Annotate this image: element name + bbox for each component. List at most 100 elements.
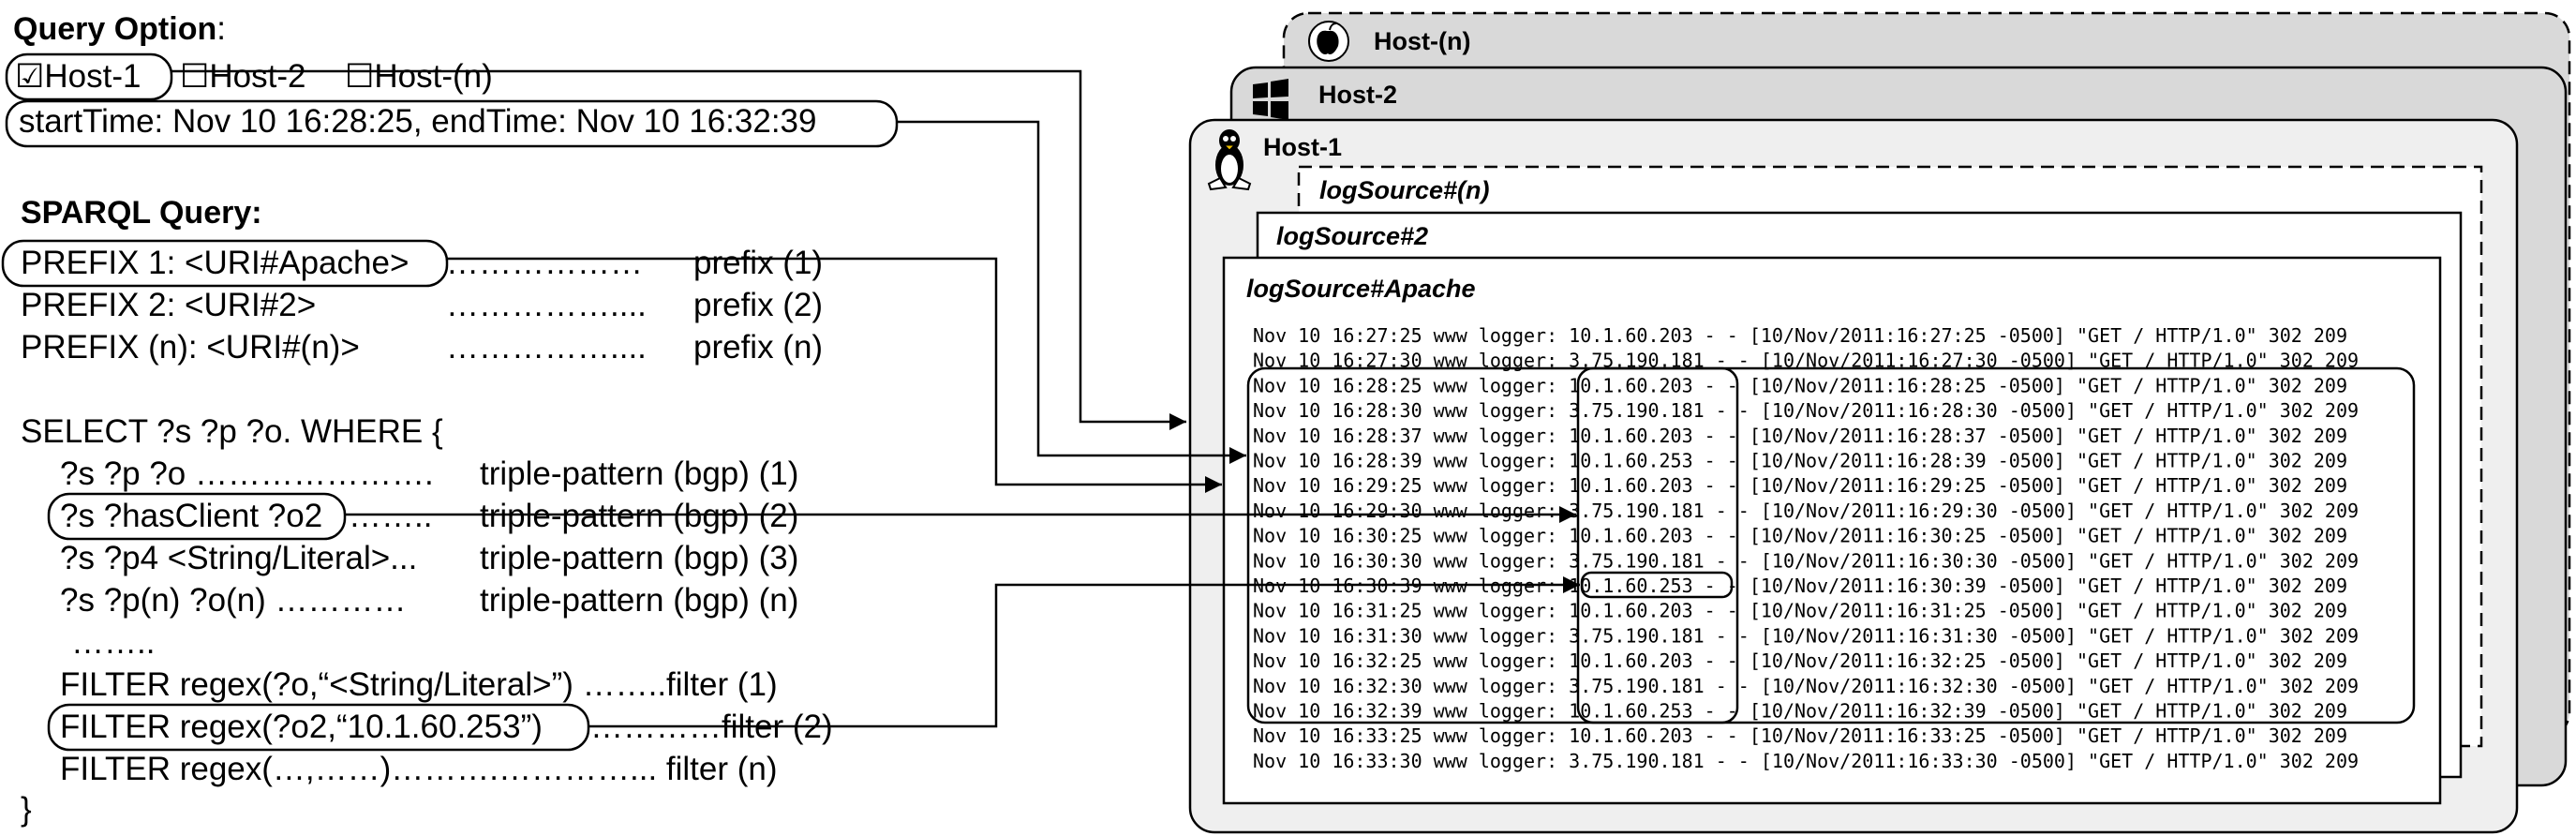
log-line: Nov 10 16:31:25 www logger: 10.1.60.203 … [1253,600,2347,622]
log-line-prefix: Nov 10 16:33:30 www logger: [1253,750,1569,772]
host-option-1[interactable]: ☑Host-1 [15,58,141,95]
filter-connector-arrow [588,576,1580,728]
log-line-prefix: Nov 10 16:32:39 www logger: [1253,700,1569,723]
connectors [171,69,1580,728]
host-2-label: Host-2 [1318,81,1397,109]
log-line: Nov 10 16:30:30 www logger: 3.75.190.181… [1253,549,2359,572]
log-line: Nov 10 16:32:30 www logger: 3.75.190.181… [1253,675,2359,697]
log-line-ip: 3.75.190.181 [1569,750,1705,772]
log-line-rest: - - [10/Nov/2011:16:28:25 -0500] "GET / … [1693,374,2347,396]
log-line-prefix: Nov 10 16:31:25 www logger: [1253,600,1569,622]
query-option-heading: Query Option: [13,10,226,47]
log-line-rest: - - [10/Nov/2011:16:33:30 -0500] "GET / … [1705,750,2359,772]
log-line: Nov 10 16:31:30 www logger: 3.75.190.181… [1253,624,2359,647]
triple-pattern-list: ?s ?p ?o …………………. triple-pattern (bgp) (… [47,455,798,661]
pattern-1-text: ?s ?p ?o …………………. [60,455,434,492]
prefix-2-text: PREFIX 2: <URI#2> [21,287,316,323]
log-line: Nov 10 16:30:25 www logger: 10.1.60.203 … [1253,525,2347,547]
pattern-2-text: ?s ?hasClient ?o2 [60,498,322,534]
log-line-rest: - - [10/Nov/2011:16:32:25 -0500] "GET / … [1693,649,2347,672]
log-line-prefix: Nov 10 16:33:25 www logger: [1253,724,1569,747]
pattern-1-label: triple-pattern (bgp) (1) [480,455,798,492]
log-line-rest: - - [10/Nov/2011:16:27:25 -0500] "GET / … [1693,324,2347,347]
host-1-highlight [5,52,173,101]
prefix-n-text: PREFIX (n): <URI#(n)> [21,329,360,366]
time-range-highlight [1246,366,2416,724]
log-line-ip: 10.1.60.203 [1569,525,1692,547]
prefix-1-text: PREFIX 1: <URI#Apache> [21,245,409,281]
log-line-ip: 10.1.60.203 [1569,600,1692,622]
log-line-prefix: Nov 10 16:28:25 www logger: [1253,374,1569,396]
log-line: Nov 10 16:32:39 www logger: 10.1.60.253 … [1253,700,2347,723]
log-line-rest: - - [10/Nov/2011:16:30:39 -0500] "GET / … [1693,575,2347,597]
time-range-outline [5,99,899,148]
log-line-ip: 3.75.190.181 [1569,549,1705,572]
log-line: Nov 10 16:28:37 www logger: 10.1.60.203 … [1253,425,2347,447]
log-line-ip: 10.1.60.203 [1569,649,1692,672]
log-line-rest: - - [10/Nov/2011:16:28:39 -0500] "GET / … [1693,450,2347,472]
sparql-heading: SPARQL Query: [21,195,262,231]
where-close-brace: } [21,791,32,828]
log-line-ip: 3.75.190.181 [1569,399,1705,422]
log-line: Nov 10 16:33:25 www logger: 10.1.60.203 … [1253,724,2347,747]
log-line-prefix: Nov 10 16:28:30 www logger: [1253,399,1569,422]
log-line-rest: - - [10/Nov/2011:16:32:30 -0500] "GET / … [1705,675,2359,697]
pattern-3-label: triple-pattern (bgp) (3) [480,540,798,576]
log-line: Nov 10 16:33:30 www logger: 3.75.190.181… [1253,750,2359,772]
prefix-connector-arrow [447,257,1222,493]
prefix-1-highlight [1,239,449,288]
apple-icon [1308,21,1349,62]
time-connector-arrow [897,120,1246,464]
log-line-rest: - - [10/Nov/2011:16:28:30 -0500] "GET / … [1705,399,2359,422]
prefix-1-dots: ……………… [446,245,643,281]
log-line: Nov 10 16:29:25 www logger: 10.1.60.203 … [1253,474,2347,497]
pattern-3-text: ?s ?p4 <String/Literal>... [60,540,417,576]
log-line: Nov 10 16:32:25 www logger: 10.1.60.203 … [1253,649,2347,672]
log-line-prefix: Nov 10 16:29:25 www logger: [1253,474,1569,497]
pattern-n-label: triple-pattern (bgp) (n) [480,582,798,619]
log-line-ip: 3.75.190.181 [1569,624,1705,647]
log-line-prefix: Nov 10 16:30:30 www logger: [1253,549,1569,572]
log-line-ip: 10.1.60.203 [1569,474,1692,497]
log-line-rest: - - [10/Nov/2011:16:31:30 -0500] "GET / … [1705,624,2359,647]
client-ip-column-highlight [1576,366,1739,724]
log-source-2-label: logSource#2 [1276,222,1428,250]
host-option-2[interactable]: ☐Host-2 [180,58,305,95]
filter-2-text: FILTER regex(?o2,“10.1.60.253”) [60,709,543,745]
log-line-rest: - - [10/Nov/2011:16:32:39 -0500] "GET / … [1693,700,2347,723]
matched-ip-highlight [1580,571,1734,599]
log-line-prefix: Nov 10 16:32:25 www logger: [1253,649,1569,672]
log-line-ip: 10.1.60.253 [1569,450,1692,472]
host-connector-arrow [171,69,1186,430]
select-clause: SELECT ?s ?p ?o. WHERE { [21,413,443,450]
log-source-apache-box: logSource#Apache [1222,256,2442,805]
log-line-rest: - - [10/Nov/2011:16:28:37 -0500] "GET / … [1693,425,2347,447]
prefix-2-label: prefix (2) [693,287,823,323]
log-line-prefix: Nov 10 16:30:25 www logger: [1253,525,1569,547]
pattern-2-highlight [47,492,347,541]
prefix-1-label: prefix (1) [693,245,823,281]
log-line-prefix: Nov 10 16:27:25 www logger: [1253,324,1569,347]
log-line-rest: - - [10/Nov/2011:16:31:25 -0500] "GET / … [1693,600,2347,622]
log-line-prefix: Nov 10 16:29:30 www logger: [1253,500,1569,522]
log-line-rest: - - [10/Nov/2011:16:33:25 -0500] "GET / … [1693,724,2347,747]
log-source-apache-label: logSource#Apache [1246,275,1476,303]
log-source-n-label: logSource#(n) [1319,176,1490,204]
host-1-label: Host-1 [1263,133,1342,161]
pattern-2-label: triple-pattern (bgp) (2) [480,498,798,534]
log-line-ip: 3.75.190.181 [1569,675,1705,697]
log-line: Nov 10 16:28:39 www logger: 10.1.60.253 … [1253,450,2347,472]
log-line-ip: 10.1.60.253 [1569,700,1692,723]
host-option-n[interactable]: ☐Host-(n) [345,58,493,95]
log-line: Nov 10 16:29:30 www logger: 3.75.190.181… [1253,500,2359,522]
log-line: Nov 10 16:27:25 www logger: 10.1.60.203 … [1253,324,2347,347]
pattern-ellipsis: …….. [71,624,155,661]
log-line-ip: 10.1.60.203 [1569,324,1692,347]
prefix-n-dots: …………….... [446,329,647,366]
prefix-n-label: prefix (n) [693,329,823,366]
log-line: Nov 10 16:28:30 www logger: 3.75.190.181… [1253,399,2359,422]
log-line-ip: 10.1.60.203 [1569,724,1692,747]
log-line-ip: 10.1.60.203 [1569,425,1692,447]
filter-n-text: FILTER regex(…,……)……….…………... filter (n) [60,751,778,787]
